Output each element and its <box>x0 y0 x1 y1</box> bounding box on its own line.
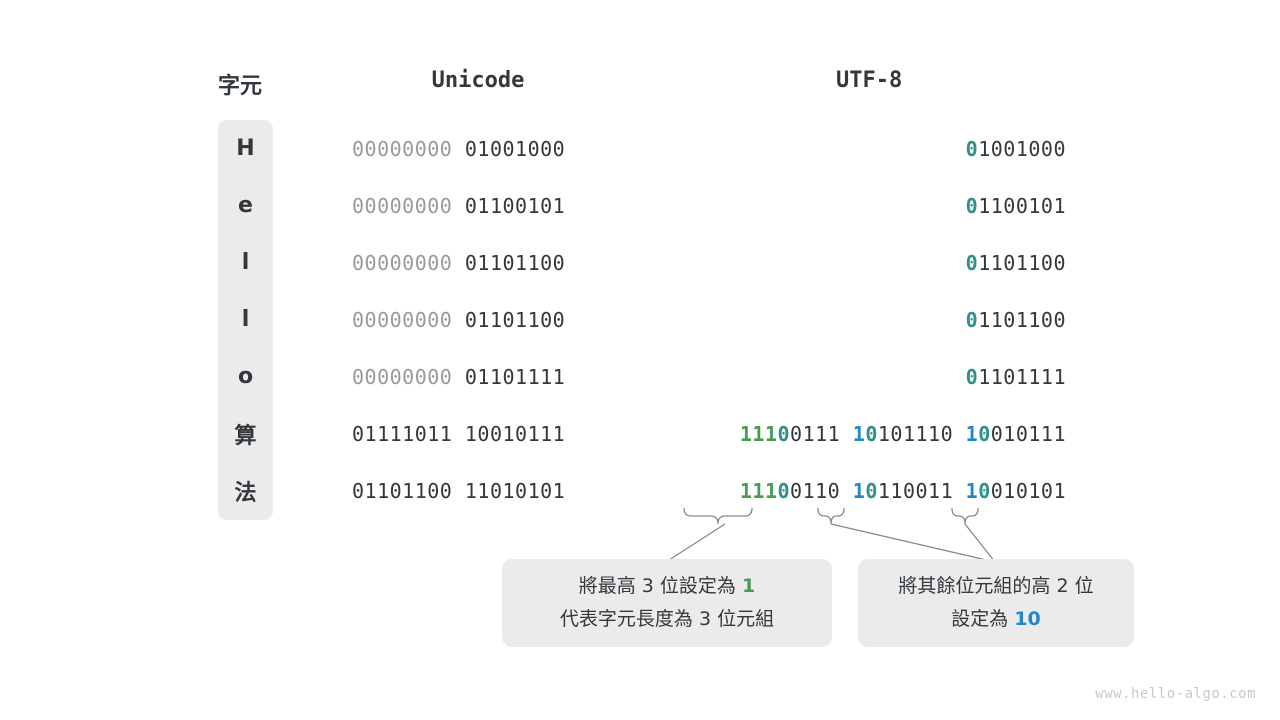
callout-continuation-line2: 設定為 10 <box>951 603 1041 636</box>
utf8-prefix-bits: 0 <box>965 193 979 218</box>
character-label: 法 <box>234 480 257 506</box>
utf8-prefix-bits: 1 <box>965 478 979 503</box>
utf8-prefix-zero: 0 <box>777 421 791 446</box>
unicode-binary: 01101100 11010101 <box>352 462 565 519</box>
character-label: 算 <box>234 423 257 449</box>
utf8-payload-bits: 1100101 <box>978 193 1066 218</box>
callout-continuation-prefix: 將其餘位元組的高 2 位 設定為 10 <box>858 559 1134 647</box>
unicode-leading-bits: 00000000 <box>352 136 465 161</box>
unicode-binary: 00000000 01001000 <box>352 120 565 177</box>
utf8-payload-bits: 0110 <box>790 478 841 503</box>
utf8-prefix-bits: 1 <box>965 421 979 446</box>
byte-separator <box>840 479 853 503</box>
utf8-prefix-bits: 111 <box>739 478 778 503</box>
unicode-bits: 01001000 <box>464 136 566 161</box>
column-header-unicode: Unicode <box>431 68 525 93</box>
byte-separator <box>953 479 966 503</box>
utf8-prefix-zero: 0 <box>865 421 878 446</box>
callout-continuation-highlight: 10 <box>1014 608 1041 630</box>
callout-continuation-line1: 將其餘位元組的高 2 位 <box>898 574 1094 597</box>
unicode-bits: 01111011 10010111 <box>352 421 566 446</box>
byte-separator <box>953 422 966 446</box>
callout-length-highlight: 1 <box>741 574 756 597</box>
unicode-leading-bits: 00000000 <box>352 364 465 389</box>
utf8-prefix-bits: 0 <box>965 136 979 161</box>
utf8-prefix-bits: 1 <box>852 478 866 503</box>
unicode-leading-bits: 00000000 <box>352 307 465 332</box>
column-header-character: 字元 <box>218 74 263 99</box>
column-header-utf8: UTF-8 <box>836 68 903 93</box>
utf8-payload-bits: 1101111 <box>978 364 1066 389</box>
utf8-payload-bits: 010111 <box>990 421 1066 446</box>
utf8-prefix-zero: 0 <box>978 478 991 503</box>
callout-length-line2: 代表字元長度為 3 位元組 <box>559 608 775 630</box>
character-label: o <box>237 364 254 389</box>
unicode-binary: 00000000 01100101 <box>352 177 565 234</box>
unicode-bits: 01101100 <box>464 250 566 275</box>
utf8-payload-bits: 1101100 <box>978 307 1066 332</box>
character-cell: l <box>218 234 273 291</box>
leader-line-length <box>665 523 726 563</box>
utf8-prefix-bits: 0 <box>965 250 979 275</box>
unicode-leading-bits: 00000000 <box>352 250 465 275</box>
unicode-bits: 01101100 <box>464 307 566 332</box>
unicode-bits: 01100101 <box>464 193 566 218</box>
callout-length-prefix: 將最高 3 位設定為 1 代表字元長度為 3 位元組 <box>502 559 832 647</box>
byte-separator <box>840 422 853 446</box>
callout-continuation-line2-text: 設定為 <box>951 608 1015 630</box>
unicode-binary: 00000000 01101100 <box>352 291 565 348</box>
unicode-binary: 00000000 01101111 <box>352 348 565 405</box>
callout-length-line1: 將最高 3 位設定為 1 <box>579 570 755 603</box>
watermark: www.hello-algo.com <box>1095 686 1256 702</box>
unicode-bits: 01101111 <box>464 364 566 389</box>
callout-length-line1-text: 將最高 3 位設定為 <box>578 574 742 597</box>
utf8-prefix-bits: 0 <box>965 364 979 389</box>
utf8-payload-bits: 1101100 <box>978 250 1066 275</box>
utf8-payload-bits: 0111 <box>790 421 841 446</box>
utf8-prefix-bits: 111 <box>739 421 778 446</box>
utf8-prefix-bits: 0 <box>965 307 979 332</box>
utf8-prefix-zero: 0 <box>777 478 791 503</box>
character-cell: o <box>218 348 273 405</box>
character-cell: l <box>218 291 273 348</box>
leader-line-continuation-1 <box>830 523 996 563</box>
character-label: H <box>236 136 255 161</box>
character-cell: H <box>218 120 273 177</box>
character-label: l <box>241 307 250 332</box>
utf8-payload-bits: 101110 <box>877 421 954 446</box>
unicode-bits: 01101100 11010101 <box>352 478 566 503</box>
character-cell: e <box>218 177 273 234</box>
unicode-binary: 01111011 10010111 <box>352 405 565 462</box>
utf8-prefix-zero: 0 <box>978 421 991 446</box>
utf8-prefix-bits: 1 <box>852 421 866 446</box>
utf8-payload-bits: 1001000 <box>978 136 1066 161</box>
character-label: l <box>241 250 250 275</box>
character-label: e <box>238 193 253 218</box>
unicode-binary: 00000000 01101100 <box>352 234 565 291</box>
leader-line-continuation-2 <box>964 523 996 563</box>
unicode-leading-bits: 00000000 <box>352 193 465 218</box>
utf8-prefix-zero: 0 <box>865 478 878 503</box>
character-cell: 法 <box>218 462 273 519</box>
character-cell: 算 <box>218 405 273 462</box>
utf8-payload-bits: 110011 <box>877 478 954 503</box>
utf8-payload-bits: 010101 <box>990 478 1066 503</box>
